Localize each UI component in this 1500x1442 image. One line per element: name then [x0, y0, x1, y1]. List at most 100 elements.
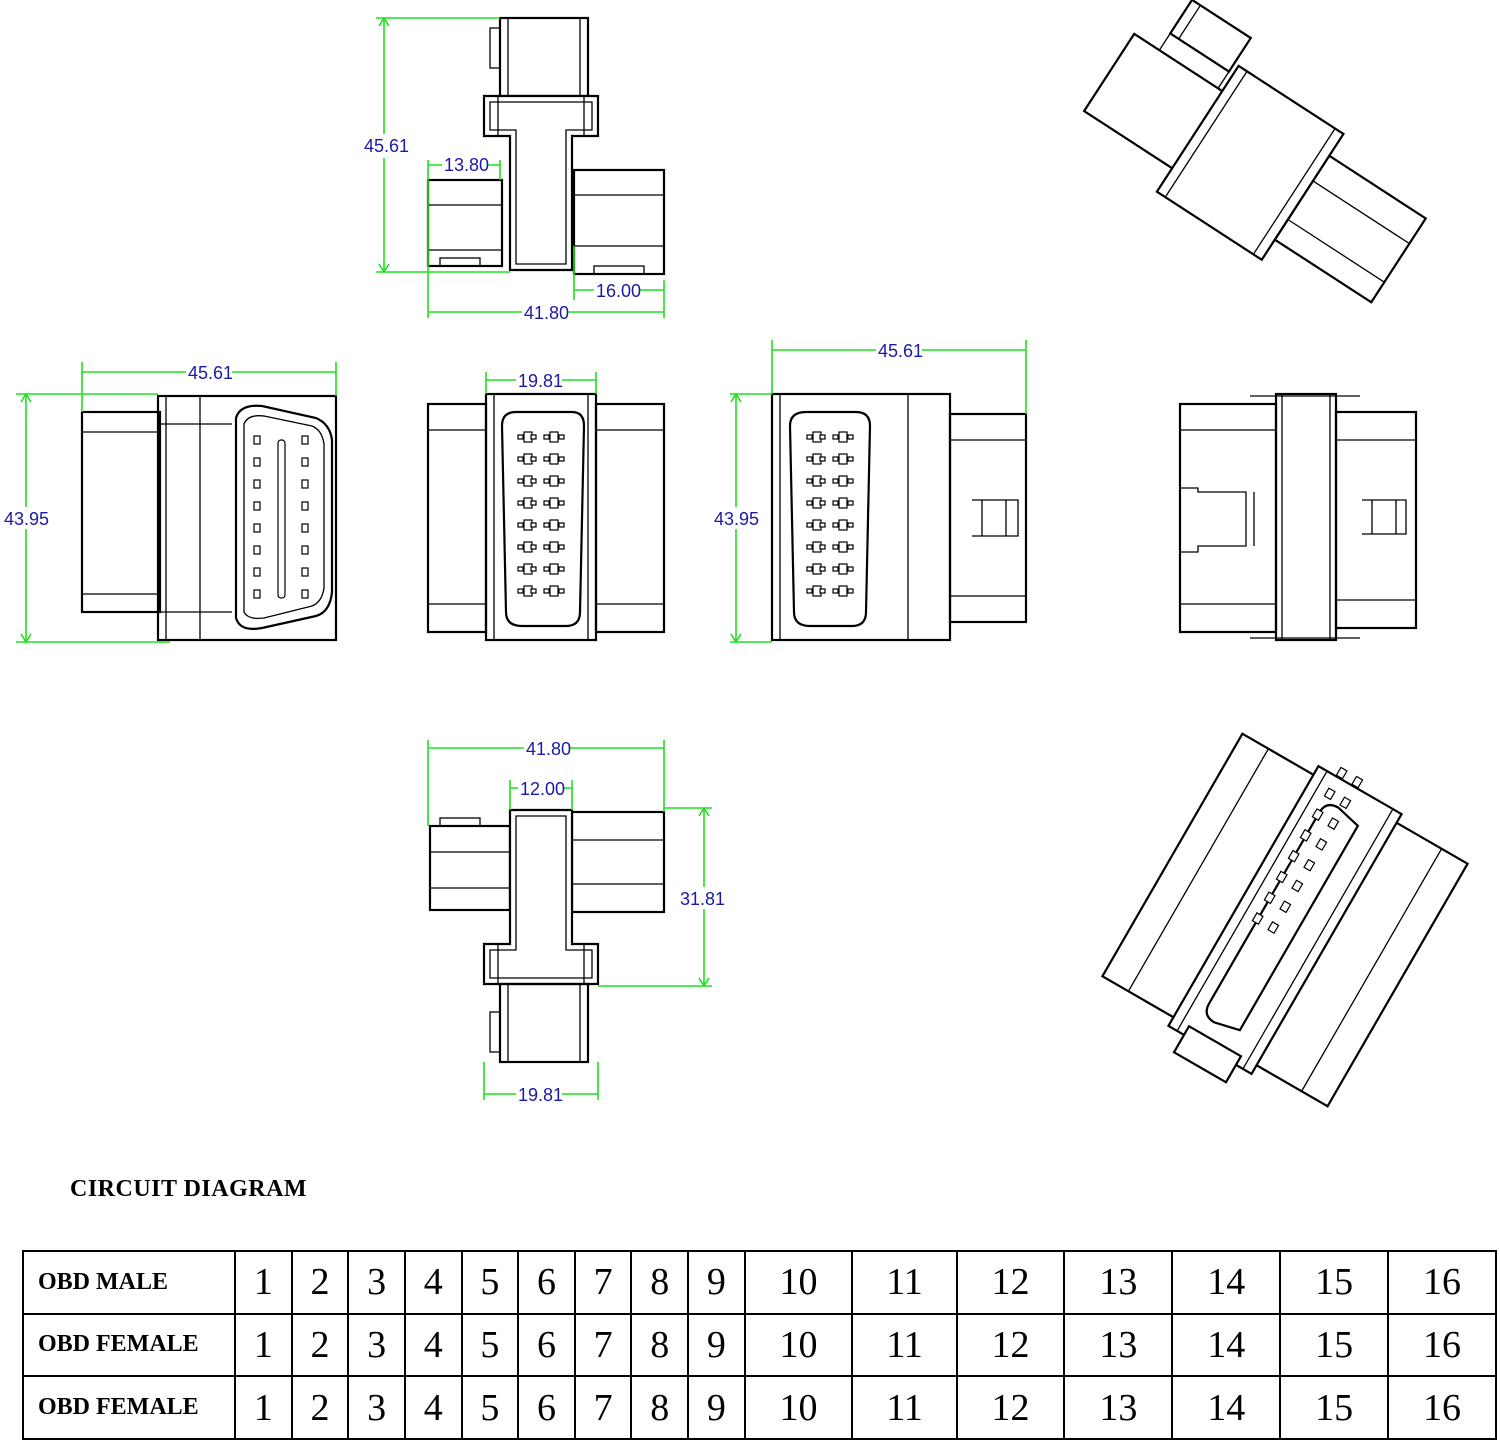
- connector-pin: [806, 456, 813, 462]
- pin-grid-right: [806, 431, 854, 597]
- connector-pin: [517, 544, 524, 550]
- connector-pin: [530, 500, 537, 506]
- row-label: OBD FEMALE: [22, 1312, 236, 1378]
- connector-pin: [517, 478, 524, 484]
- isometric-view-top: [1082, 0, 1428, 304]
- pin-cell: 14: [1171, 1375, 1282, 1440]
- connector-pin: [819, 456, 826, 462]
- dimension-labels: 45.61 13.80 16.00 41.80 45.61 43.95 19.8…: [2, 134, 923, 1105]
- connector-pin: [1339, 796, 1352, 810]
- connector-pin: [253, 523, 261, 533]
- dim-left-width: 45.61: [188, 363, 233, 383]
- connector-pin: [301, 435, 309, 445]
- pin-cell: 5: [460, 1312, 520, 1378]
- connector-pin: [819, 434, 826, 440]
- bottom-view: [428, 808, 666, 1064]
- connector-pin: [1275, 870, 1288, 884]
- connector-pin: [543, 544, 550, 550]
- center-view: [426, 392, 666, 642]
- connector-pin: [517, 566, 524, 572]
- connector-pin: [1323, 787, 1336, 801]
- pin-grid-isometric: [1251, 766, 1364, 934]
- connector-pin: [806, 500, 813, 506]
- connector-pin: [1327, 817, 1340, 831]
- connector-pin: [543, 456, 550, 462]
- connector-pin: [549, 563, 559, 575]
- connector-pin: [847, 434, 854, 440]
- connector-pin: [301, 501, 309, 511]
- connector-pin: [253, 479, 261, 489]
- pin-cell: 6: [517, 1250, 576, 1315]
- connector-pin: [530, 544, 537, 550]
- dim-top-inner: 13.80: [444, 155, 489, 175]
- connector-pin: [1267, 921, 1280, 934]
- connector-pin: [819, 500, 826, 506]
- pin-cell: 1: [234, 1312, 293, 1378]
- connector-pin: [838, 453, 848, 465]
- dim-right-width: 45.61: [878, 341, 923, 361]
- pin-cell: 5: [460, 1375, 520, 1440]
- connector-pin: [558, 566, 565, 572]
- pin-cell: 12: [955, 1250, 1066, 1315]
- pin-cell: 3: [347, 1250, 406, 1315]
- connector-pin: [832, 566, 839, 572]
- connector-pin: [530, 522, 537, 528]
- pin-cell: 9: [687, 1375, 746, 1440]
- pin-grid-center: [517, 431, 565, 597]
- connector-pin: [530, 478, 537, 484]
- pin-cell: 16: [1387, 1250, 1497, 1315]
- connector-pin: [517, 456, 524, 462]
- connector-pin: [832, 544, 839, 550]
- connector-pin: [806, 522, 813, 528]
- pin-cell: 1: [234, 1250, 293, 1315]
- connector-pin: [838, 519, 848, 531]
- connector-pin: [1287, 849, 1300, 863]
- pin-cell: 8: [630, 1250, 689, 1315]
- pin-cell: 13: [1063, 1250, 1174, 1315]
- connector-pin: [1351, 775, 1364, 789]
- top-view: [426, 16, 666, 276]
- pin-cell: 7: [573, 1250, 633, 1315]
- connector-pin: [832, 500, 839, 506]
- row-label: OBD MALE: [22, 1250, 236, 1315]
- connector-pin: [558, 478, 565, 484]
- pin-cell: 14: [1171, 1250, 1282, 1315]
- connector-pin: [819, 566, 826, 572]
- pin-cell: 4: [403, 1375, 463, 1440]
- connector-pin: [543, 434, 550, 440]
- pin-cell: 3: [347, 1375, 406, 1440]
- connector-pin: [806, 566, 813, 572]
- pin-cell: 13: [1063, 1312, 1174, 1378]
- connector-pin: [517, 434, 524, 440]
- connector-pin: [819, 544, 826, 550]
- connector-pin: [253, 435, 261, 445]
- connector-pin: [847, 522, 854, 528]
- dim-bottom-base: 19.81: [518, 1085, 563, 1105]
- pin-cell: 16: [1387, 1375, 1497, 1440]
- pin-cell: 11: [851, 1312, 958, 1378]
- connector-pin: [301, 457, 309, 467]
- dim-center-width: 19.81: [518, 371, 563, 391]
- connector-pin: [838, 585, 848, 597]
- isometric-view-bottom: [1100, 732, 1470, 1108]
- circuit-diagram-heading: CIRCUIT DIAGRAM: [70, 1176, 308, 1202]
- connector-pin: [530, 456, 537, 462]
- connector-pin: [847, 456, 854, 462]
- connector-pin: [558, 500, 565, 506]
- connector-pin: [253, 589, 261, 599]
- pin-cell: 2: [290, 1250, 350, 1315]
- connector-pin: [517, 500, 524, 506]
- connector-pin: [1251, 912, 1264, 925]
- connector-pin: [253, 501, 261, 511]
- pin-cell: 9: [687, 1250, 746, 1315]
- connector-pin: [832, 588, 839, 594]
- connector-pin: [1335, 766, 1348, 780]
- connector-pin: [253, 545, 261, 555]
- connector-pin: [1263, 891, 1276, 905]
- connector-pin: [847, 500, 854, 506]
- pin-cell: 6: [517, 1312, 576, 1378]
- pin-cell: 8: [630, 1375, 689, 1440]
- connector-pin: [549, 497, 559, 509]
